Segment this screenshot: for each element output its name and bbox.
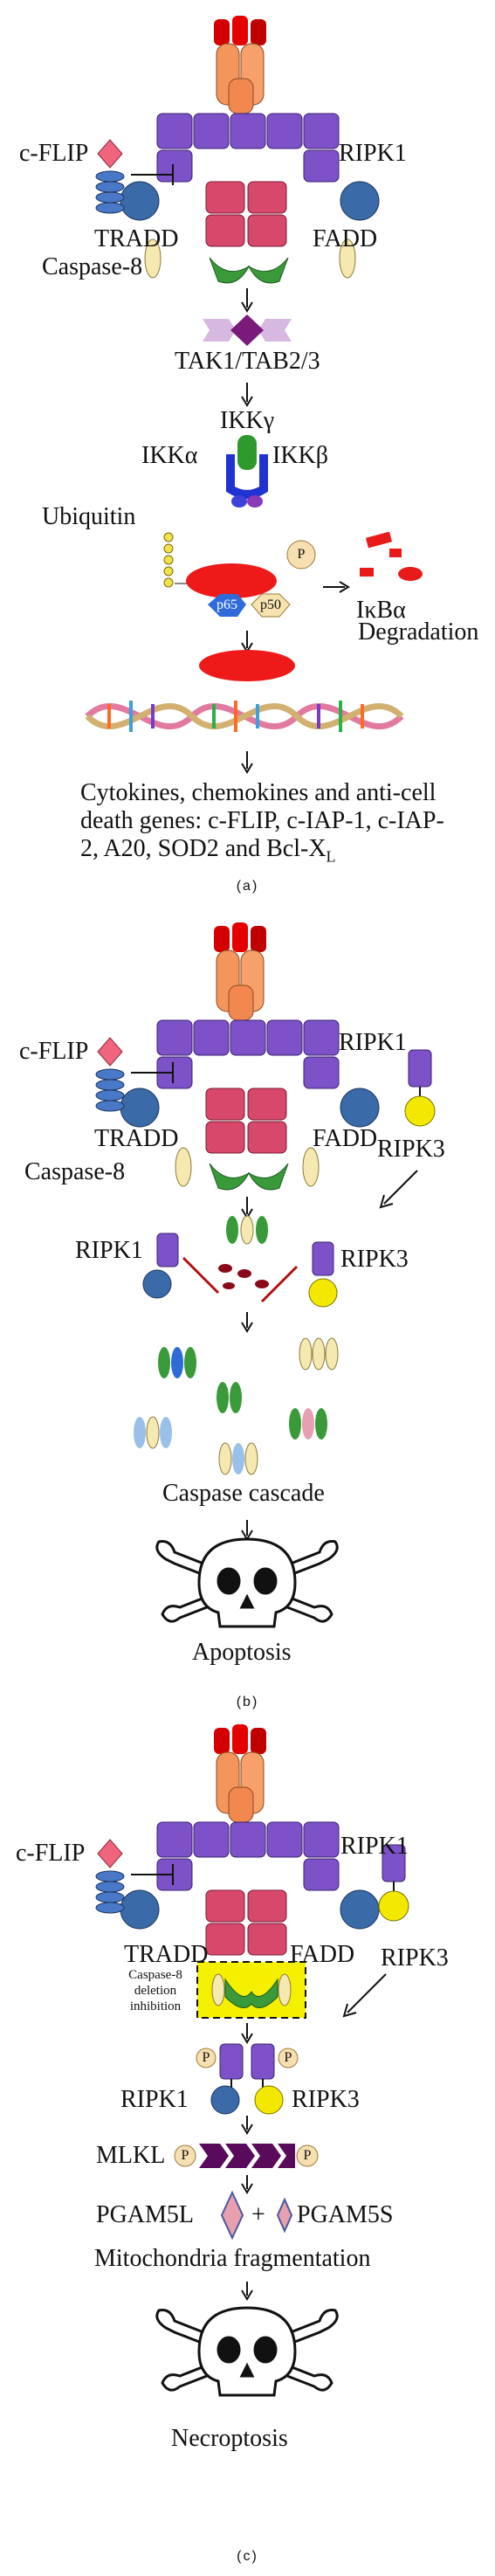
label-ripk1: RIPK1: [339, 140, 407, 167]
active-caspase-8-icon: [226, 1215, 268, 1245]
label-p65: p65: [217, 597, 237, 612]
label-mlkl: MLKL: [96, 2142, 166, 2169]
label-p50: p50: [260, 597, 281, 612]
panel-b-graphics: [95, 922, 436, 1628]
c-flip-icon: [95, 1839, 125, 1914]
degraded-ikba-fragments: [360, 531, 423, 581]
panel-c-graphics: [95, 1724, 409, 2397]
label-ripk3-necrosome: RIPK3: [292, 2086, 360, 2113]
ikk-complex-icon: [226, 435, 268, 508]
caspase-8-icon: [209, 1163, 289, 1191]
nuclear-nfkb-icon: [199, 650, 295, 681]
tnfr1-receptor: [216, 43, 265, 114]
label-ikk-gamma: IKKγ: [220, 407, 275, 434]
label-fadd: FADD: [313, 1125, 378, 1152]
tnf-ligand: [214, 1724, 266, 1754]
skull-icon: [155, 1537, 339, 1628]
label-degradation: Degradation: [358, 618, 479, 646]
pgam5l-icon: [220, 2190, 244, 2241]
label-phospho: P: [202, 2050, 210, 2065]
label-pgam5l: PGAM5L: [96, 2201, 195, 2228]
nfkb-complex-icon: [186, 540, 316, 618]
label-ripk1-cleaved: RIPK1: [75, 1237, 143, 1264]
caspase-8-icon: [211, 1973, 292, 2008]
caption-c: (c): [237, 2549, 258, 2564]
tradd-fadd-stack: [205, 181, 287, 247]
panel-a: c-FLIP RIPK1 TRADD FADD Caspase-8 TAK1/T…: [0, 0, 495, 900]
tnf-ligand: [214, 16, 266, 45]
label-necroptosis: Necroptosis: [171, 2425, 288, 2452]
cream-domain: [144, 238, 162, 279]
label-tak1-tab: TAK1/TAB2/3: [175, 348, 320, 375]
label-ripk3: RIPK3: [381, 1944, 449, 1972]
label-tradd: TRADD: [124, 1941, 209, 1968]
tnf-ligand: [214, 922, 266, 952]
pgam5s-icon: [276, 2197, 293, 2234]
tak1-icon: [203, 314, 292, 346]
fadd-domain: [340, 1088, 380, 1128]
mlkl-icon: [174, 2144, 319, 2168]
label-ikk-beta: IKKβ: [272, 442, 329, 469]
ripk1-complex: [156, 1821, 340, 1891]
label-c-flip: c-FLIP: [19, 140, 89, 167]
label-ripk1-necrosome: RIPK1: [120, 2086, 189, 2113]
label-phospho: P: [297, 547, 306, 562]
tradd-fadd-stack: [205, 1889, 287, 1956]
ubiquitin-chain-icon: [163, 532, 174, 588]
label-phospho: P: [284, 2050, 292, 2065]
label-caspase-8: Caspase-8: [42, 253, 143, 280]
label-c-flip: c-FLIP: [19, 1038, 89, 1065]
dna-helix-icon: [85, 701, 404, 732]
label-ikk-alpha: IKKα: [141, 442, 198, 469]
label-fadd: FADD: [313, 225, 378, 252]
label-ubiquitin: Ubiquitin: [42, 503, 136, 530]
label-tradd: TRADD: [94, 1125, 179, 1152]
label-plus: +: [251, 2201, 265, 2228]
c-flip-icon: [95, 139, 125, 214]
cleaved-ripk3-icon: [260, 1241, 338, 1308]
label-fadd: FADD: [290, 1941, 355, 1968]
label-phospho: P: [181, 2148, 189, 2163]
label-pgam5s: PGAM5S: [297, 2201, 394, 2228]
cleaved-fragments: [218, 1264, 269, 1289]
label-caspase-8-deletion: Caspase-8 deletion inhibition: [128, 1968, 182, 2013]
ripk3-icon: [378, 1844, 409, 1922]
label-caspase-cascade: Caspase cascade: [162, 1480, 325, 1507]
caspase-8-icon: [209, 257, 289, 284]
panel-a-graphics: [85, 16, 423, 774]
label-ripk3: RIPK3: [377, 1136, 445, 1163]
skull-icon: [155, 2306, 339, 2397]
caption-b: (b): [236, 1695, 259, 1709]
ripk1-complex: [156, 1019, 340, 1089]
label-ripk1: RIPK1: [339, 1029, 407, 1056]
tnfr1-receptor: [216, 1751, 265, 1823]
c-flip-icon: [95, 1037, 125, 1112]
tnfr1-receptor: [216, 950, 265, 1021]
label-phospho: P: [303, 2148, 312, 2163]
label-tradd: TRADD: [94, 225, 179, 252]
label-caspase-8: Caspase-8: [24, 1158, 126, 1185]
cream-domain: [339, 238, 356, 279]
tradd-fadd-stack: [205, 1088, 287, 1154]
fadd-domain: [340, 181, 380, 221]
label-ikba: IκBα: [356, 597, 406, 624]
caption-a: (a): [236, 879, 259, 894]
genes-list: Cytokines, chemokines and anti-cell deat…: [80, 779, 444, 866]
caspase-cascade-icons: [134, 1337, 339, 1475]
tradd-domain: [120, 1088, 160, 1128]
ripk1-complex: [156, 113, 340, 183]
panel-b: c-FLIP RIPK1 TRADD FADD Caspase-8 RIPK3 …: [0, 908, 495, 1709]
label-ripk1: RIPK1: [340, 1833, 409, 1860]
ripk3-icon: [404, 1049, 436, 1127]
label-apoptosis: Apoptosis: [192, 1639, 292, 1666]
panel-c: c-FLIP RIPK1 TRADD FADD RIPK3 Caspase-8 …: [0, 1712, 495, 2576]
cleaved-ripk1-icon: [142, 1233, 220, 1299]
label-ripk3-cleaved: RIPK3: [340, 1246, 409, 1273]
label-c-flip: c-FLIP: [16, 1840, 86, 1867]
tradd-domain: [120, 181, 160, 221]
necrosome-icon: [196, 2043, 299, 2115]
label-mitochondria-fragmentation: Mitochondria fragmentation: [94, 2245, 371, 2272]
